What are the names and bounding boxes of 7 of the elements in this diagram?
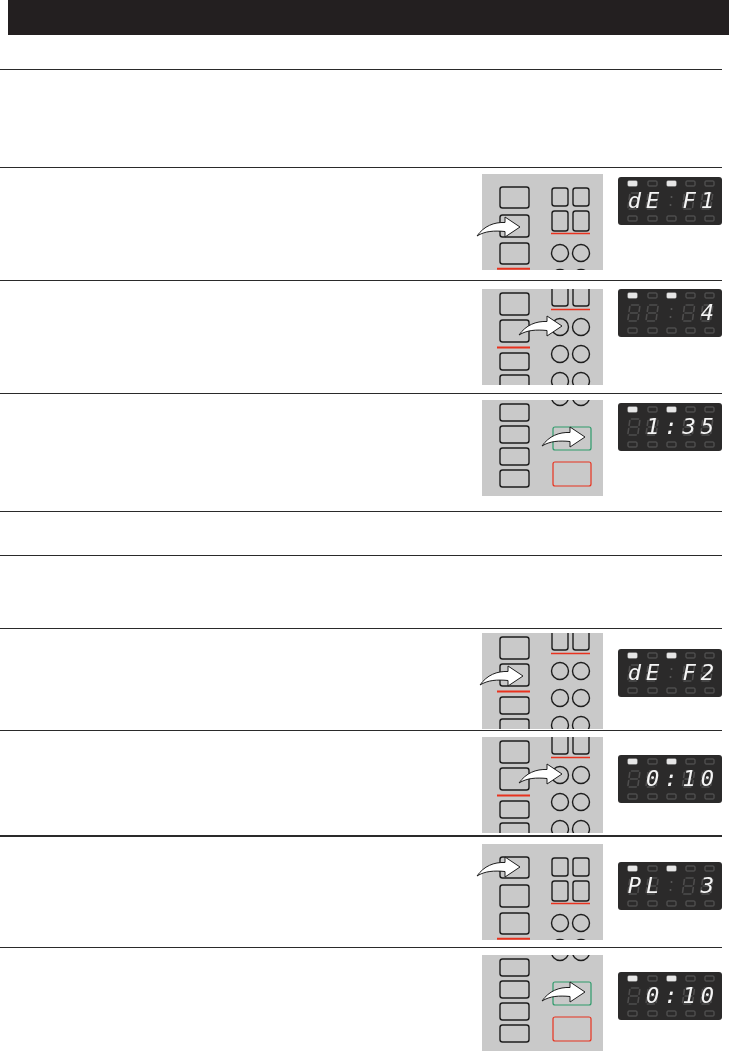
display-readout: dE F1	[627, 190, 719, 212]
display-readout: dE F2	[627, 662, 719, 684]
display-readout: 1:35	[646, 416, 719, 438]
display-readout: 0:10	[646, 985, 719, 1007]
display-readout: PL 3	[627, 875, 719, 897]
display-readout: 0:10	[646, 768, 719, 790]
display-readout: 4	[700, 302, 719, 324]
